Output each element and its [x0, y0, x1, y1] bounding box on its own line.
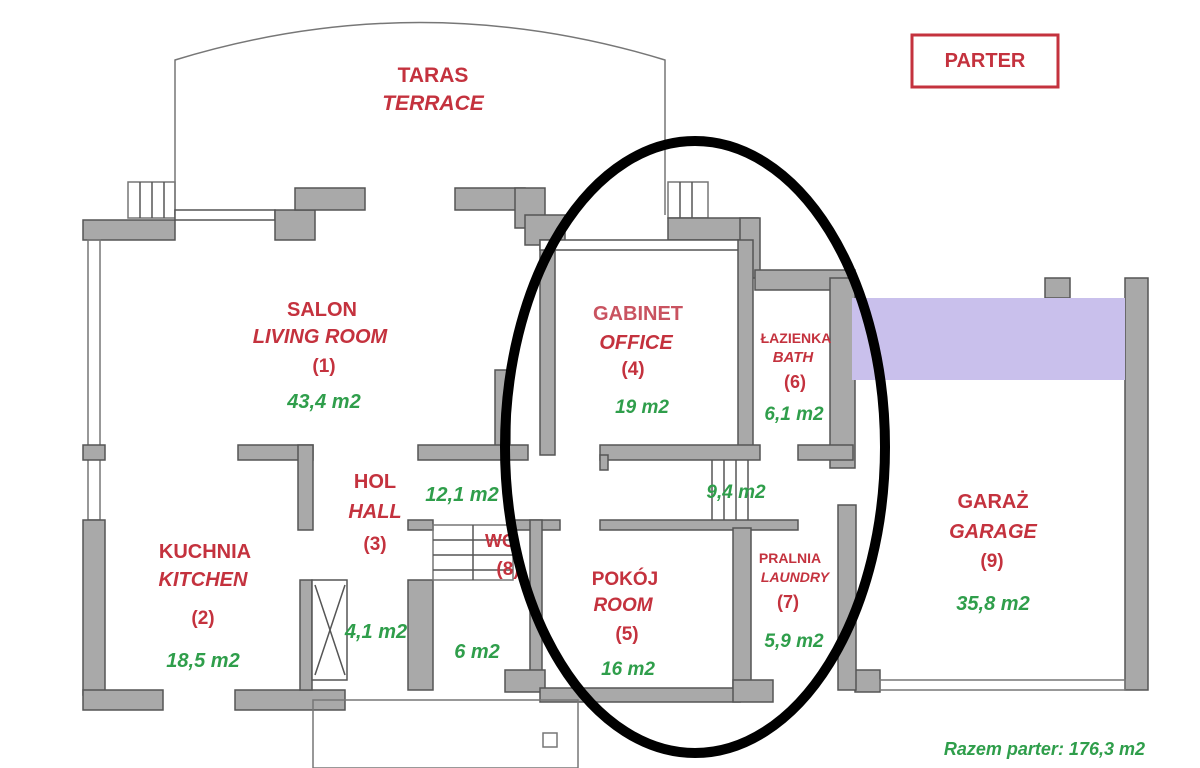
laundry-label: PRALNIA: [759, 550, 821, 566]
kitchen-num: (2): [191, 608, 214, 629]
office-num: (4): [621, 359, 644, 380]
living-label: SALON: [287, 299, 357, 321]
living-area: 43,4 m2: [286, 391, 360, 413]
kitchen-area: 18,5 m2: [166, 650, 239, 672]
terrace-label: TARAS: [398, 64, 469, 87]
hall-area: 12,1 m2: [425, 484, 498, 506]
bath-area: 6,1 m2: [764, 404, 824, 425]
wc-num: (8): [496, 559, 519, 580]
hall-num: (3): [363, 534, 386, 555]
garage-label-en: GARAGE: [949, 521, 1037, 543]
bath-label: ŁAZIENKA: [761, 330, 832, 346]
laundry-label-en: LAUNDRY: [761, 569, 831, 585]
wc-area: 6 m2: [454, 641, 500, 663]
bath-num: (6): [784, 372, 806, 392]
floor-title: PARTER: [945, 50, 1026, 72]
highlight-ellipse: [500, 136, 890, 758]
hall-area-2: 4,1 m2: [344, 621, 407, 643]
garage-highlight: [852, 298, 1125, 380]
office-label: GABINET: [593, 303, 683, 325]
laundry-area: 5,9 m2: [764, 631, 824, 652]
kitchen-label-en: KITCHEN: [159, 569, 248, 591]
terrace-label-en: TERRACE: [382, 92, 484, 115]
garage-label: GARAŻ: [957, 490, 1028, 513]
room-labels: TARAS TERRACE SALON LIVING ROOM (1) 43,4…: [159, 64, 1038, 680]
walls: [82, 187, 1149, 768]
garage-area: 35,8 m2: [956, 593, 1029, 615]
room-label: POKÓJ: [592, 568, 659, 590]
room-label-en: ROOM: [593, 595, 653, 616]
terrace-outline: [127, 21, 709, 219]
hall-label: HOL: [354, 471, 396, 493]
living-num: (1): [312, 356, 335, 377]
laundry-num: (7): [777, 592, 799, 612]
living-label-en: LIVING ROOM: [253, 326, 389, 348]
wc-label: WC: [485, 531, 515, 551]
floor-title-box: PARTER: [910, 33, 1060, 89]
stairs-corridor: [711, 460, 749, 520]
office-area: 19 m2: [615, 397, 669, 418]
garage-num: (9): [980, 551, 1003, 572]
hall-label-en: HALL: [348, 501, 401, 523]
total-area: Razem parter: 176,3 m2: [944, 739, 1145, 759]
kitchen-label: KUCHNIA: [159, 541, 251, 563]
room-num: (5): [615, 624, 638, 645]
bath-label-en: BATH: [773, 349, 815, 366]
room-area: 16 m2: [601, 659, 655, 680]
office-label-en: OFFICE: [599, 332, 673, 354]
corridor-area: 9,4 m2: [706, 482, 766, 503]
